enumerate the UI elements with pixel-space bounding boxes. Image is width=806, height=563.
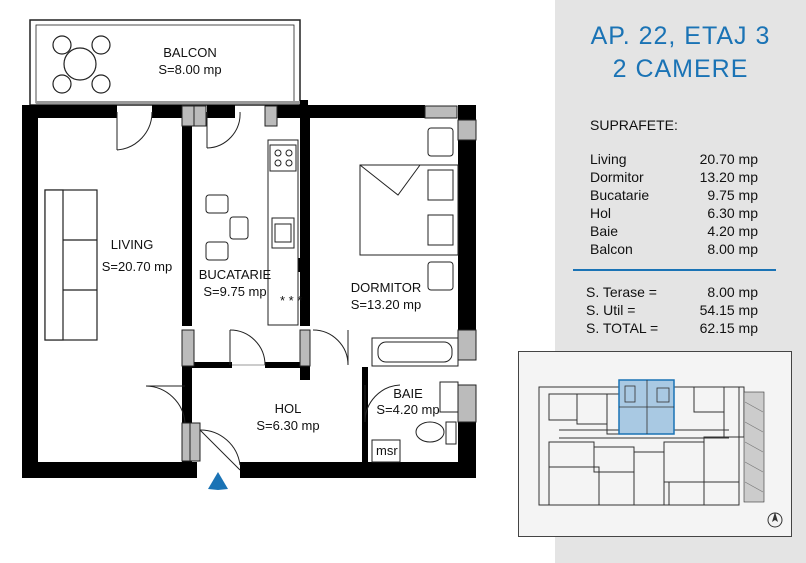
surface-value: 4.20 mp — [707, 223, 758, 239]
north-compass-icon — [767, 512, 783, 528]
toilet-icon — [415, 381, 459, 445]
total-value: 54.15 mp — [699, 302, 758, 318]
room-living-area: S=20.70 mp — [102, 259, 172, 274]
floor-plan: * * * BALCON S=8.00 mp LIVING S=20.70 mp… — [22, 19, 477, 490]
room-hol-name: HOL — [275, 401, 302, 416]
surface-value: 13.20 mp — [699, 169, 758, 185]
room-hol-area: S=6.30 mp — [256, 418, 319, 433]
room-msr-label: msr — [376, 443, 398, 458]
surface-label: Living — [590, 151, 627, 167]
total-row: S. TOTAL = 62.15 mp — [586, 320, 758, 338]
section-label: SUPRAFETE: — [590, 117, 678, 133]
room-balcon-name: BALCON — [163, 45, 216, 60]
surface-value: 8.00 mp — [707, 241, 758, 257]
rooms-count-title: 2 CAMERE — [612, 55, 749, 83]
room-baie-area: S=4.20 mp — [376, 402, 439, 417]
surface-row: Balcon 8.00 mp — [590, 241, 758, 259]
surface-row: Hol 6.30 mp — [590, 205, 758, 223]
surface-label: Balcon — [590, 241, 633, 257]
sofa-icon — [44, 189, 98, 341]
surface-value: 9.75 mp — [707, 187, 758, 203]
total-row: S. Terase = 8.00 mp — [586, 284, 758, 302]
surface-label: Hol — [590, 205, 612, 221]
balcony-table-icon — [52, 35, 111, 94]
surface-value: 20.70 mp — [699, 151, 758, 167]
surface-value: 6.30 mp — [707, 205, 758, 221]
room-bucatarie-name: BUCATARIE — [199, 267, 272, 282]
msr-box — [371, 439, 401, 463]
bed-icon — [359, 127, 459, 291]
key-plan-drawing — [538, 379, 765, 506]
total-value: 8.00 mp — [707, 284, 758, 300]
room-balcon-area: S=8.00 mp — [158, 62, 221, 77]
surface-row: Dormitor 13.20 mp — [590, 169, 758, 187]
surface-label: Dormitor — [590, 169, 644, 185]
room-bucatarie-area: S=9.75 mp — [203, 284, 266, 299]
total-label: S. TOTAL = — [586, 320, 659, 336]
room-labels: BALCON S=8.00 mp LIVING S=20.70 mp BUCAT… — [102, 45, 440, 458]
total-value: 62.15 mp — [699, 320, 758, 336]
doors — [116, 111, 401, 471]
kitchen-counter — [267, 139, 299, 326]
balcony-glazing — [36, 101, 300, 104]
total-row: S. Util = 54.15 mp — [586, 302, 758, 320]
surface-row: Baie 4.20 mp — [590, 223, 758, 241]
room-dormitor-name: DORMITOR — [351, 280, 422, 295]
dining-chairs-icon — [205, 194, 249, 261]
total-label: S. Terase = — [586, 284, 657, 300]
key-plan — [518, 351, 792, 537]
entrance-arrow-icon — [208, 472, 228, 490]
divider-line — [573, 269, 776, 271]
surface-row: Bucatarie 9.75 mp — [590, 187, 758, 205]
surface-label: Baie — [590, 223, 619, 239]
room-dormitor-area: S=13.20 mp — [351, 297, 421, 312]
cooktop-marks: * * * — [280, 293, 302, 308]
surface-row: Living 20.70 mp — [590, 151, 758, 169]
bathtub-icon — [371, 337, 459, 367]
room-living-name: LIVING — [111, 237, 154, 252]
wall-columns — [181, 105, 477, 462]
room-baie-name: BAIE — [393, 386, 423, 401]
surface-label: Bucatarie — [590, 187, 650, 203]
total-label: S. Util = — [586, 302, 636, 318]
apartment-title: AP. 22, ETAJ 3 — [590, 22, 771, 50]
